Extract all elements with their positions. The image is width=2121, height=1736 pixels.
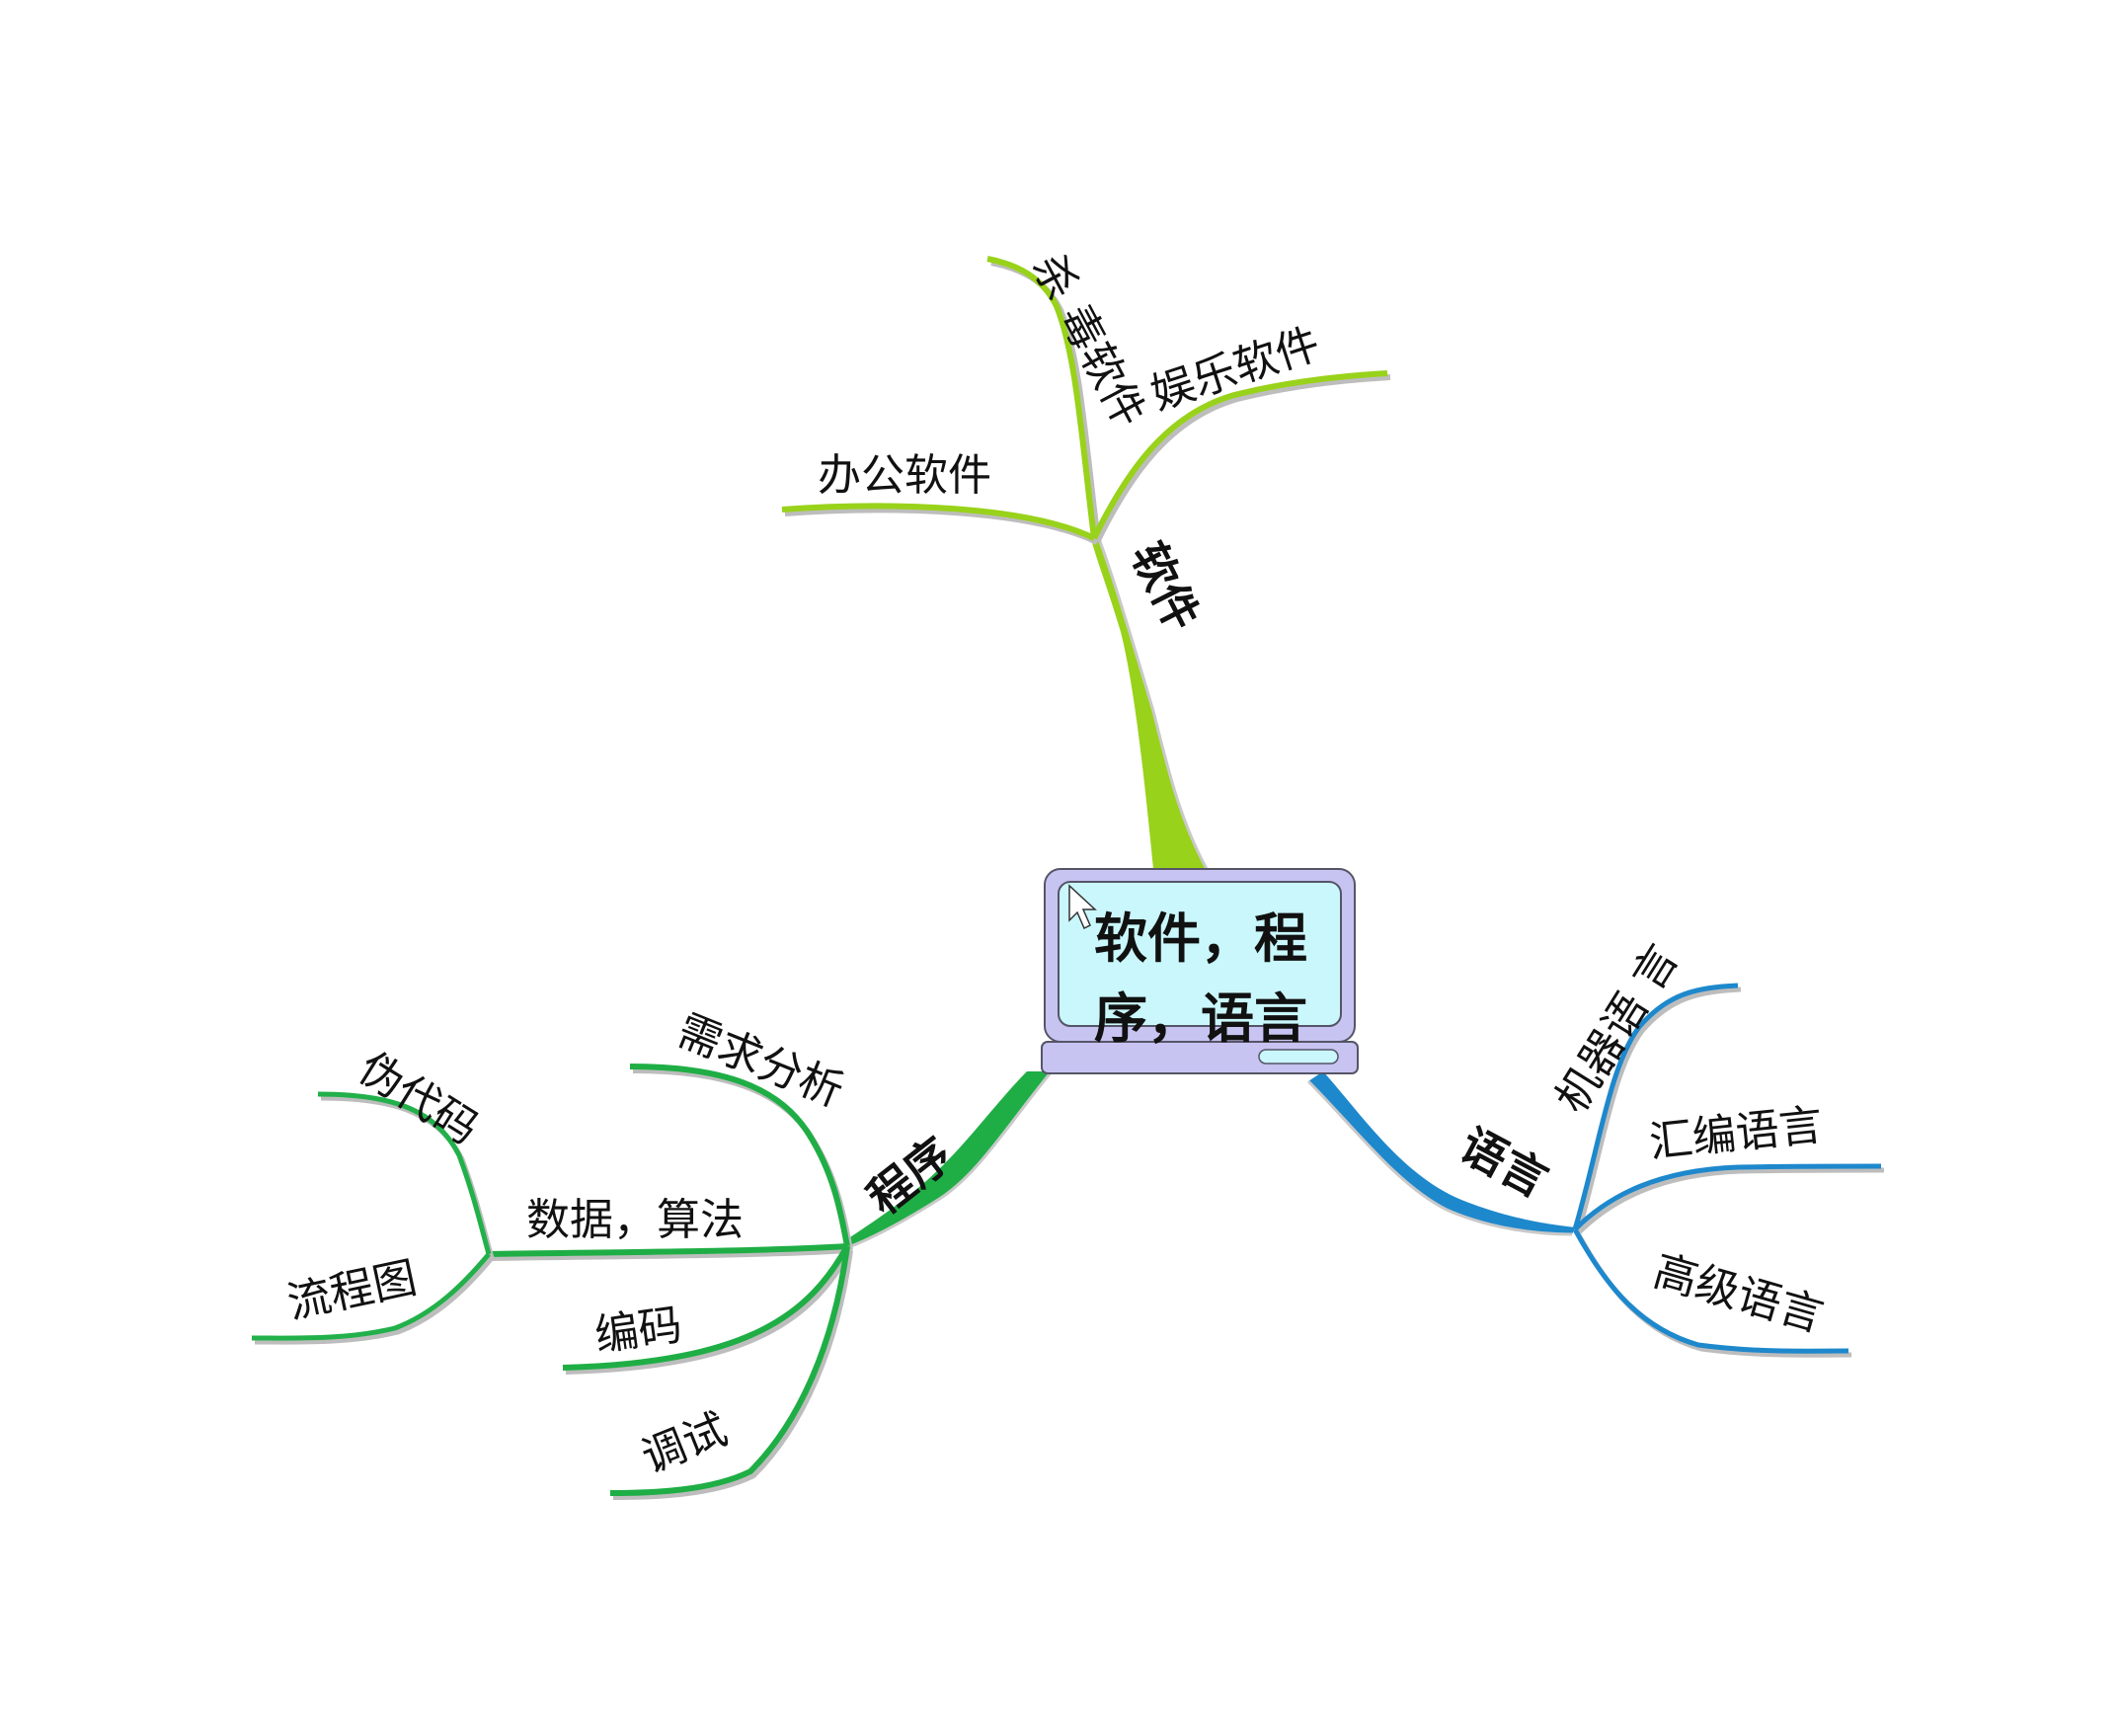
language-machine-line (1572, 983, 1739, 1230)
label-machine-language[interactable]: 机器语 言 (1546, 936, 1689, 1122)
label-debugging[interactable]: 调试 (635, 1404, 735, 1483)
software-office-line (781, 503, 1096, 541)
software-antivirus-line (986, 256, 1097, 539)
branch-software (781, 256, 1391, 870)
program-requirements-line (629, 1064, 850, 1247)
label-antivirus-software[interactable]: 杀 毒软件 (1022, 246, 1154, 435)
program-flowchart-line (251, 1252, 491, 1341)
program-trunk (847, 1071, 1052, 1246)
label-assembly-language[interactable]: 汇编语言 (1647, 1100, 1825, 1168)
laptop-screen (1058, 881, 1342, 1027)
program-pseudocode-line (317, 1091, 492, 1255)
program-debugging-line (609, 1245, 850, 1496)
branch-program (251, 1064, 1054, 1500)
software-entertainment-line (1091, 370, 1388, 540)
label-software[interactable]: 软件 (1121, 533, 1210, 638)
label-coding[interactable]: 编码 (591, 1300, 684, 1362)
software-trunk (1091, 536, 1207, 869)
central-title-line2: 序，语言 (1094, 986, 1307, 1050)
language-trunk (1308, 1071, 1575, 1234)
central-node[interactable]: 软件，程 序，语言 (1041, 868, 1359, 1074)
language-assembly-line (1573, 1163, 1882, 1231)
label-highlevel-language[interactable]: 高级语言 (1648, 1246, 1829, 1343)
label-office-software[interactable]: 办公软件 (818, 450, 991, 501)
label-entertainment-software[interactable]: 娱乐软件 (1145, 319, 1326, 421)
language-highlevel-line (1572, 1227, 1849, 1354)
program-coding-line (562, 1244, 850, 1371)
label-requirements[interactable]: 需求分析 (670, 1005, 850, 1117)
label-data-algorithm[interactable]: 数据，算法 (526, 1195, 744, 1245)
label-language[interactable]: 语言 (1452, 1118, 1557, 1208)
label-flowchart[interactable]: 流程图 (283, 1252, 422, 1328)
laptop-trackpad (1258, 1049, 1339, 1065)
program-data-line (488, 1243, 848, 1257)
central-title-line1: 软件，程 (1094, 907, 1307, 970)
cursor-icon (1068, 884, 1097, 930)
branch-language (1306, 983, 1885, 1358)
